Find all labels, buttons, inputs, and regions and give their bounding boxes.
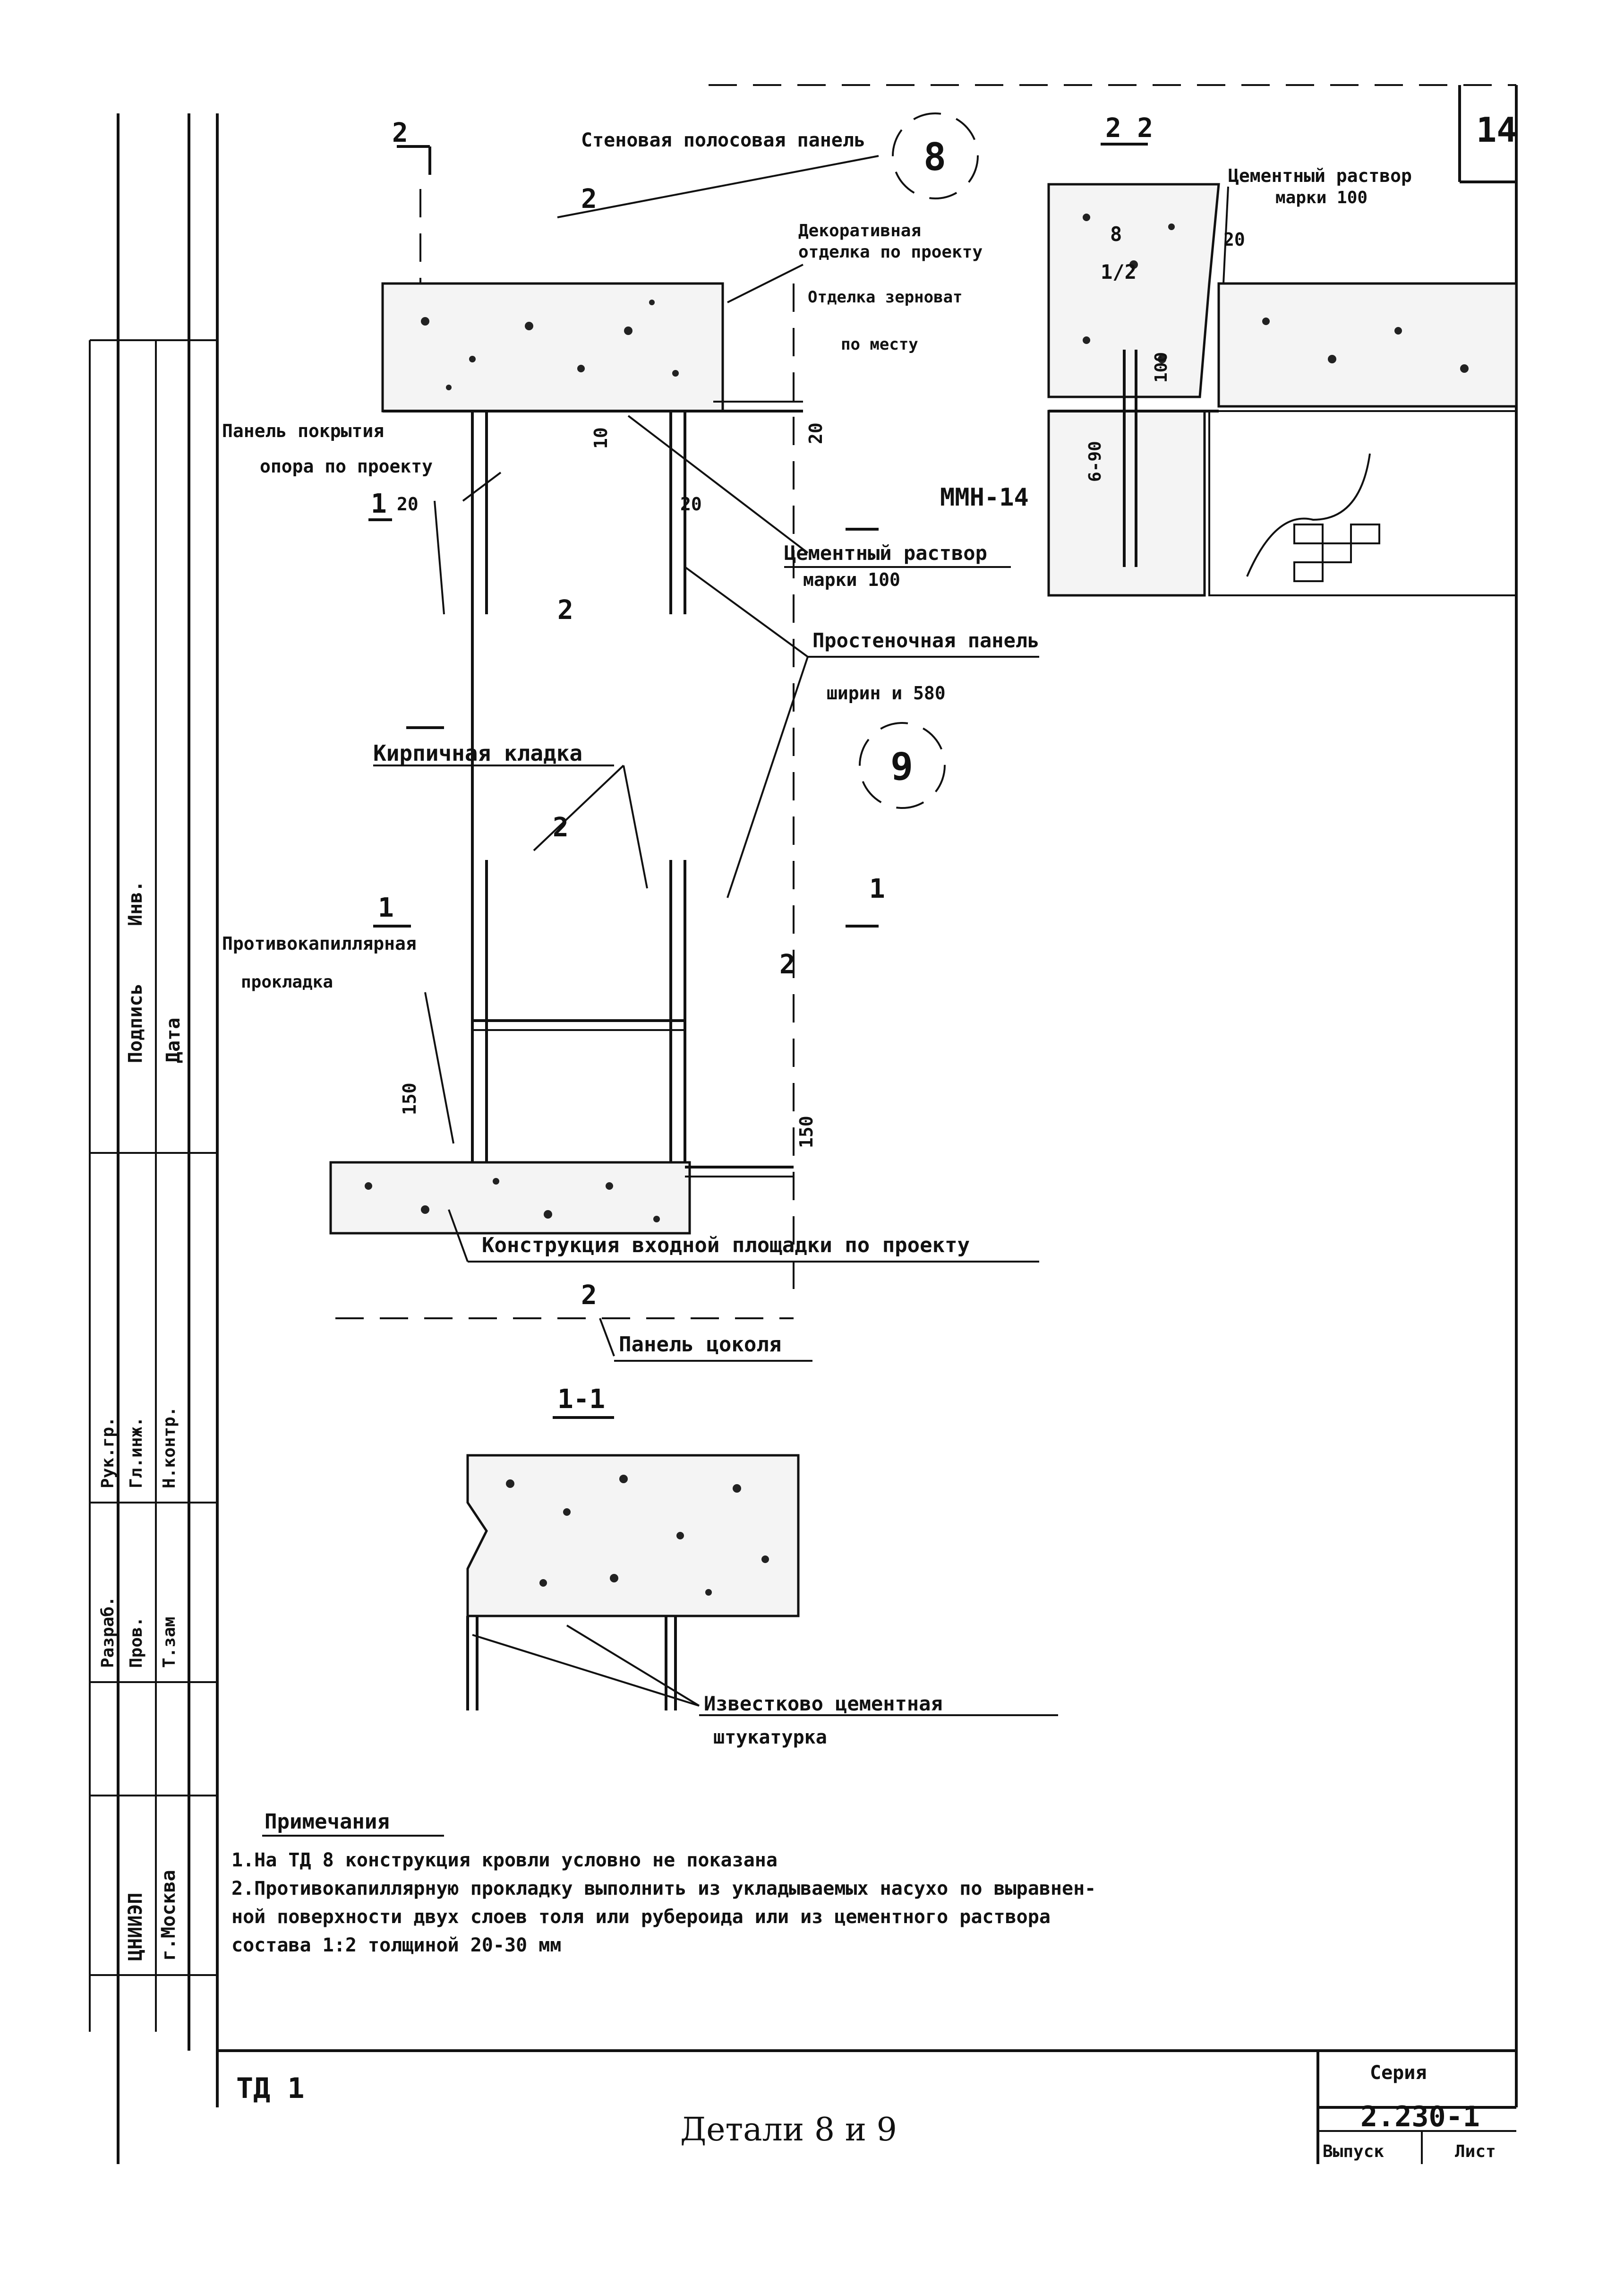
note-line-2: 2.Противокапиллярную прокладку выполнить… [231, 1878, 1096, 1899]
label-mortar-1: Цементный раствор [784, 541, 987, 565]
title-block-sheet-label: Лист [1455, 2142, 1496, 2161]
stamp-text-checked: Пров. [127, 1617, 146, 1668]
section-2-2-lower [1047, 410, 1206, 597]
label-partition-2: ширин и 580 [827, 683, 946, 704]
stamp-text-chief: Гл.инж. [127, 1417, 146, 1488]
mark-1a: 1 [371, 489, 387, 519]
dim-150: 150 [399, 1083, 420, 1115]
label-mark-mmn: ММН-14 [940, 483, 1029, 512]
stamp-text-control: Н.контр. [160, 1407, 179, 1488]
section-2-2-slab [1217, 282, 1518, 408]
section-2-2-mortar-1: Цементный раствор [1228, 165, 1412, 186]
dim-20-c: 20 [805, 422, 826, 444]
callout-8: 8 [923, 135, 946, 179]
title-block-title: Детали 8 и 9 [680, 2111, 897, 2148]
dim-10: 10 [590, 427, 611, 449]
label-grout-2: по месту [841, 335, 918, 354]
stamp-text-inv: Инв. [125, 881, 146, 926]
stamp-text-city: г.Москва [158, 1870, 179, 1961]
mark-2e: 2 [581, 1280, 597, 1311]
stamp-text-developer: Разраб. [98, 1596, 118, 1668]
main-detail: 2 1 1 1 2 2 2 2 2 10 20 20 20 150 150 8 … [222, 112, 1039, 1362]
label-decor-finish-1: Декоративная [798, 221, 921, 241]
notes: Примечания 1.На ТД 8 конструкция кровли … [231, 1810, 1096, 1956]
section-2-2-upper [1047, 183, 1220, 398]
title-block-series-value: 2.230-1 [1360, 2100, 1480, 2133]
dim-2-2-100: 100 [1152, 352, 1171, 383]
stamp-text-deputy: Т.зам [160, 1617, 179, 1668]
label-decor-finish-2: отделка по проекту [798, 242, 983, 262]
note-line-3: ной поверхности двух слоев толя или рубе… [231, 1906, 1051, 1928]
note-line-4: состава 1:2 толщиной 20-30 мм [231, 1934, 561, 1956]
section-2-2-mortar-2: марки 100 [1275, 188, 1368, 207]
section-2-2: 2 2 8 1/2 20 100 6-90 Цементный раствор … [1047, 113, 1518, 597]
callout-9: 9 [890, 745, 913, 789]
section-1-1: 1-1 Известково цементная штукатурка [466, 1384, 1058, 1748]
section-1-1-plaster-1: Известково цементная [704, 1692, 943, 1715]
section-mark-2-top: 2 [392, 118, 408, 148]
dim-20-b: 20 [680, 494, 702, 515]
stamp-text-head: Рук.гр. [98, 1417, 118, 1488]
callout-9-circle [859, 722, 946, 809]
label-damp-layer-1: Противокапиллярная [222, 933, 417, 954]
dim-150-b: 150 [796, 1116, 817, 1148]
dim-2-2-690: 6-90 [1086, 441, 1105, 482]
title-block: ТД 1 Детали 8 и 9 Серия 2.230-1 Выпуск Л… [236, 2062, 1516, 2164]
label-damp-layer-2: прокладка [241, 972, 333, 992]
label-grout-1: Отделка зерноват [808, 288, 963, 307]
dim-2-2-12: 1/2 [1101, 260, 1137, 284]
callout-8-circle [892, 112, 979, 199]
mark-2c: 2 [553, 812, 569, 843]
section-1-1-plaster-2: штукатурка [713, 1727, 827, 1748]
section-2-2-title: 2 2 [1105, 113, 1153, 144]
notes-heading: Примечания [265, 1810, 390, 1834]
mark-2b: 2 [557, 595, 573, 626]
mark-1b: 1 [378, 893, 394, 923]
dim-2-2-20: 20 [1223, 229, 1245, 250]
dim-20-a: 20 [397, 494, 419, 515]
title-block-code: ТД 1 [236, 2072, 305, 2105]
title-block-issue-label: Выпуск [1323, 2142, 1384, 2161]
label-partition-1: Простеночная панель [812, 629, 1039, 652]
label-plinth-panel: Панель цоколя [619, 1332, 781, 1357]
section-1-1-title: 1-1 [557, 1384, 605, 1415]
note-line-1: 1.На ТД 8 конструкция кровли условно не … [231, 1849, 778, 1871]
dim-2-2-8: 8 [1110, 223, 1122, 246]
stamp-text-org: ЦНИИЭП [125, 1893, 146, 1961]
label-brickwork: Кирпичная кладка [373, 740, 582, 766]
title-block-series-label: Серия [1370, 2062, 1427, 2084]
label-mortar-2: марки 100 [803, 569, 900, 590]
label-cover-panel: Панель покрытия [222, 421, 384, 441]
section-1-1-panel [466, 1454, 800, 1617]
side-stamp: Подпись Инв. Дата Рук.гр. Гл.инж. Н.конт… [89, 113, 217, 2164]
sheet-number: 14 [1476, 110, 1517, 150]
stamp-text-date: Дата [162, 1018, 184, 1063]
stamp-text-signature: Подпись [125, 983, 146, 1063]
label-entrance: Конструкция входной площадки по проекту [482, 1233, 970, 1257]
mark-1c: 1 [869, 874, 885, 904]
wall-panel-block [381, 282, 724, 412]
mark-2d: 2 [779, 949, 795, 980]
label-support: опора по проекту [260, 456, 433, 477]
entrance-slab [329, 1161, 691, 1235]
label-wall-panel: Стеновая полосовая панель [581, 129, 865, 151]
